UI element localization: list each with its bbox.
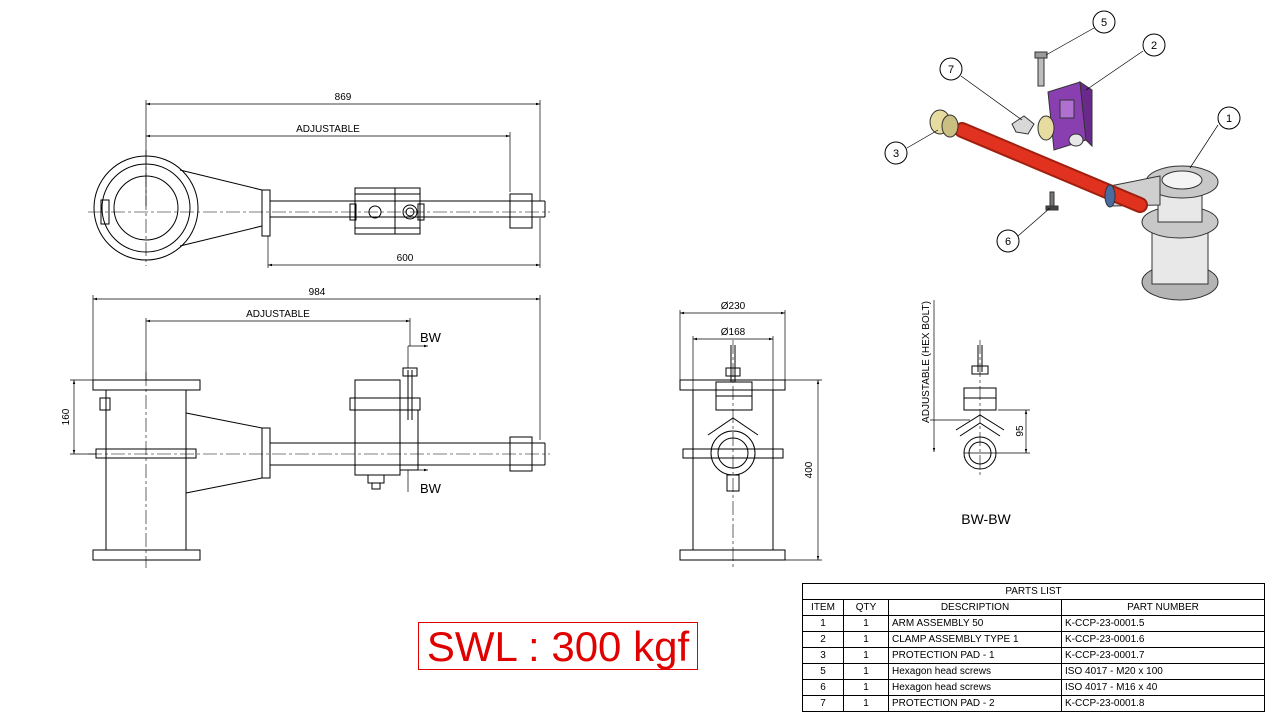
- cell-description: PROTECTION PAD - 2: [888, 695, 1062, 712]
- dim-top-overall: 869: [335, 92, 352, 103]
- section-detail-dimensions: [930, 300, 1030, 454]
- safe-working-load-label: SWL : 300 kgf: [418, 622, 698, 670]
- top-view-dimensions: [145, 100, 541, 268]
- front-view-dimensions: [70, 295, 541, 492]
- balloon-1: [1217, 106, 1241, 130]
- cell-item: 5: [802, 663, 844, 680]
- section-detail: [955, 340, 1005, 475]
- balloon-2: [1142, 33, 1166, 57]
- side-view: [679, 340, 786, 568]
- balloon-6-label: 6: [1005, 236, 1011, 248]
- dim-detail-adjustable: ADJUSTABLE (HEX BOLT): [921, 301, 932, 423]
- parts-list-caption: PARTS LIST: [802, 583, 1265, 600]
- dim-top-tube: 600: [397, 253, 414, 264]
- dim-detail-height: 95: [1015, 425, 1026, 437]
- dim-side-inner-dia: Ø168: [721, 327, 746, 338]
- parts-list-table: PARTS LIST ITEM QTY DESCRIPTION PART NUM…: [802, 583, 1265, 712]
- cell-qty: 1: [843, 615, 889, 632]
- table-row: 2 1 CLAMP ASSEMBLY TYPE 1 K-CCP-23-0001.…: [802, 631, 1265, 648]
- dim-front-adjustable: ADJUSTABLE: [246, 309, 310, 320]
- dim-front-overall: 984: [309, 287, 326, 298]
- dim-top-adjustable: ADJUSTABLE: [296, 124, 360, 135]
- cell-qty: 1: [843, 679, 889, 696]
- balloon-leaders: [906, 27, 1219, 237]
- cell-description: ARM ASSEMBLY 50: [888, 615, 1062, 632]
- dim-side-outer-dia: Ø230: [721, 301, 746, 312]
- cell-part-number: K-CCP-23-0001.7: [1061, 647, 1265, 664]
- balloon-7: [939, 57, 963, 81]
- balloon-5: [1092, 10, 1116, 34]
- cell-description: PROTECTION PAD - 1: [888, 647, 1062, 664]
- cell-part-number: K-CCP-23-0001.8: [1061, 695, 1265, 712]
- table-row: 3 1 PROTECTION PAD - 1 K-CCP-23-0001.7: [802, 647, 1265, 664]
- cell-part-number: ISO 4017 - M16 x 40: [1061, 679, 1265, 696]
- table-row: 5 1 Hexagon head screws ISO 4017 - M20 x…: [802, 663, 1265, 680]
- cell-description: Hexagon head screws: [888, 663, 1062, 680]
- header-part-number: PART NUMBER: [1061, 599, 1265, 616]
- table-row: 7 1 PROTECTION PAD - 2 K-CCP-23-0001.8: [802, 695, 1265, 712]
- header-qty: QTY: [843, 599, 889, 616]
- cell-part-number: K-CCP-23-0001.5: [1061, 615, 1265, 632]
- cell-item: 2: [802, 631, 844, 648]
- cell-description: Hexagon head screws: [888, 679, 1062, 696]
- cell-item: 6: [802, 679, 844, 696]
- cell-qty: 1: [843, 663, 889, 680]
- cell-item: 3: [802, 647, 844, 664]
- header-item: ITEM: [802, 599, 844, 616]
- balloon-1-label: 1: [1226, 113, 1232, 125]
- cell-item: 7: [802, 695, 844, 712]
- balloon-7-label: 7: [948, 64, 954, 76]
- cell-qty: 1: [843, 647, 889, 664]
- dim-side-height: 400: [804, 461, 815, 478]
- balloon-3-label: 3: [893, 148, 899, 160]
- dim-front-height: 160: [61, 408, 72, 425]
- balloon-5-label: 5: [1101, 17, 1107, 29]
- isometric-view: [929, 51, 1219, 301]
- table-row: 1 1 ARM ASSEMBLY 50 K-CCP-23-0001.5: [802, 615, 1265, 632]
- cell-part-number: K-CCP-23-0001.6: [1061, 631, 1265, 648]
- section-mark-lower: BW: [420, 481, 442, 496]
- cell-qty: 1: [843, 631, 889, 648]
- section-mark-upper: BW: [420, 330, 442, 345]
- front-view: [88, 367, 550, 568]
- balloons: 5 2 7 1 3 6: [884, 10, 1241, 253]
- section-title: BW-BW: [961, 511, 1011, 527]
- side-view-dimensions: [679, 310, 822, 561]
- balloon-6: [996, 229, 1020, 253]
- cell-part-number: ISO 4017 - M20 x 100: [1061, 663, 1265, 680]
- cell-item: 1: [802, 615, 844, 632]
- table-row: 6 1 Hexagon head screws ISO 4017 - M16 x…: [802, 679, 1265, 696]
- header-description: DESCRIPTION: [888, 599, 1062, 616]
- balloon-2-label: 2: [1151, 40, 1157, 52]
- top-view: [88, 150, 550, 266]
- cell-description: CLAMP ASSEMBLY TYPE 1: [888, 631, 1062, 648]
- cell-qty: 1: [843, 695, 889, 712]
- balloon-3: [884, 141, 908, 165]
